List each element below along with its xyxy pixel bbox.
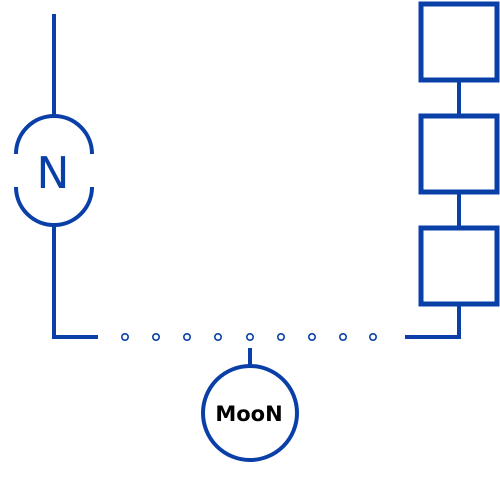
chain-box-2 xyxy=(418,113,500,195)
right-chain xyxy=(418,1,500,307)
bus-dot xyxy=(338,332,347,341)
n-node-lower-arc xyxy=(14,186,94,227)
bus-dot xyxy=(152,332,161,341)
bus-dot xyxy=(368,332,377,341)
bus-dot xyxy=(214,332,223,341)
bus-dot xyxy=(246,332,255,341)
n-node: N xyxy=(14,114,94,227)
chain-box-1 xyxy=(418,1,500,83)
n-node-label: N xyxy=(37,148,70,199)
bus-dot xyxy=(183,332,192,341)
bus-dots xyxy=(121,332,377,341)
moon-node-label: MooN xyxy=(215,402,282,426)
bus-dot xyxy=(307,332,316,341)
chain-box-3 xyxy=(418,225,500,307)
n-node-upper-arc xyxy=(14,114,94,155)
bus-dot xyxy=(276,332,285,341)
bus-dot xyxy=(121,332,130,341)
moon-node: MooN xyxy=(201,348,299,462)
moon-node-circle xyxy=(201,364,299,462)
